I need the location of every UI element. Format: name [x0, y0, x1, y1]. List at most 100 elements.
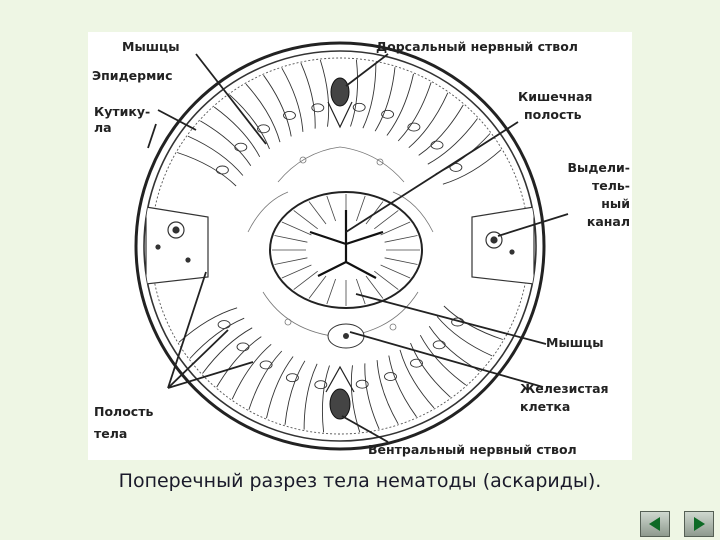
gut-cell-wall — [308, 201, 327, 225]
muscle-cell-nucleus — [449, 162, 463, 172]
label-muscles-right: Мышцы — [546, 335, 604, 350]
gut-cell-wall — [281, 264, 312, 279]
gut-cell-wall — [308, 275, 327, 299]
muscle-cell-nucleus — [311, 103, 325, 113]
triangle-right-icon — [694, 517, 705, 531]
slide-caption: Поперечный разрез тела нематоды (аскарид… — [118, 470, 602, 492]
muscle-fiber — [436, 316, 493, 357]
label-cuticle-2: ла — [94, 120, 112, 135]
muscle-cell-nucleus — [355, 379, 369, 389]
muscle-fiber — [443, 305, 503, 340]
muscle-fiber — [350, 59, 359, 127]
gut-cell-wall — [274, 257, 308, 265]
label-gut-2: полость — [524, 107, 582, 122]
muscle-fiber — [266, 356, 294, 419]
intestine — [269, 191, 423, 309]
muscle-fiber — [376, 360, 399, 425]
muscle-fiber — [284, 360, 306, 425]
muscle-fiber — [216, 336, 262, 388]
intestinal-lumen — [309, 210, 384, 279]
muscle-fiber — [231, 343, 272, 400]
muscle-fiber — [427, 118, 478, 165]
muscle-fiber — [245, 83, 281, 143]
previous-slide-button[interactable] — [640, 511, 670, 537]
muscle-fiber — [321, 365, 330, 433]
muscle-cell-nucleus — [432, 340, 446, 350]
muscle-cell-nucleus — [217, 320, 231, 330]
label-ventral-nerve: Вентральный нервный ствол — [368, 442, 577, 457]
muscle-fiber — [300, 62, 316, 129]
next-slide-button[interactable] — [684, 511, 714, 537]
muscle-cell-nucleus — [314, 380, 328, 390]
label-cavity-1: Полость — [94, 404, 154, 419]
muscle-fiber — [229, 94, 270, 150]
muscle-cell-nucleus — [410, 358, 423, 368]
dorsal-nerve-cord — [327, 77, 353, 129]
muscle-cell-nucleus — [384, 372, 397, 382]
muscle-fiber — [418, 104, 464, 156]
gut-cell-wall — [274, 235, 308, 243]
label-cuticle-1: Кутику- — [94, 104, 151, 119]
muscle-fiber — [364, 363, 380, 430]
muscle-fiber — [187, 135, 244, 176]
gut-cell-wall — [326, 278, 336, 305]
muscle-cell-nucleus — [215, 165, 229, 175]
gut-cell-wall — [374, 270, 399, 290]
gut-cell-wall — [384, 257, 418, 265]
gut-cell-wall — [293, 210, 318, 230]
muscle-fiber — [281, 67, 304, 132]
muscle-quadrants — [177, 59, 503, 433]
muscle-fiber — [303, 363, 318, 430]
muscle-fiber — [388, 355, 417, 418]
muscle-cell-nucleus — [283, 110, 296, 120]
epidermis-ring — [143, 50, 537, 442]
muscle-cell-nucleus — [381, 109, 395, 119]
muscle-cell-nucleus — [236, 342, 250, 352]
muscle-cell-nucleus — [257, 124, 270, 134]
muscle-cell-nucleus — [352, 102, 366, 112]
muscle-fiber — [263, 74, 292, 137]
muscle-fiber — [399, 349, 435, 409]
label-gland-2: клетка — [520, 399, 571, 414]
label-excr-1: Выдели- — [567, 160, 630, 175]
label-epidermis: Эпидермис — [92, 68, 173, 83]
muscle-fiber — [362, 62, 377, 129]
muscle-cell-nucleus — [430, 140, 444, 150]
muscle-fiber — [319, 59, 330, 127]
label-excr-4: канал — [586, 214, 630, 229]
muscle-fiber — [177, 152, 237, 187]
gut-cell-wall — [356, 195, 366, 222]
gut-cell-wall — [293, 270, 318, 290]
gut-cell-wall — [365, 275, 384, 299]
label-gut-1: Кишечная — [518, 89, 593, 104]
muscle-fiber — [189, 317, 245, 359]
muscle-fiber — [410, 342, 451, 398]
gut-cell-wall — [384, 235, 418, 243]
muscle-fiber — [248, 350, 283, 410]
muscle-fiber — [202, 327, 253, 374]
muscle-fiber — [374, 67, 396, 132]
ventral-nerve-cord — [325, 365, 355, 420]
lateral-cord-left — [145, 206, 209, 285]
label-excr-2: тель- — [592, 178, 630, 193]
gut-cell-wall — [380, 221, 411, 236]
diagram-panel: Мышцы Дорсальный нервный ствол Эпидермис… — [88, 32, 632, 460]
muscle-fiber — [397, 82, 432, 142]
muscle-fiber — [408, 92, 449, 149]
muscle-fiber — [442, 149, 502, 185]
muscle-fiber — [200, 120, 252, 166]
muscle-fiber — [419, 334, 467, 386]
gut-cell-wall — [281, 221, 312, 236]
muscle-cell-nucleus — [259, 360, 273, 370]
triangle-left-icon — [649, 517, 660, 531]
nematode-cross-section — [134, 41, 569, 451]
muscle-cell-nucleus — [234, 142, 248, 152]
muscle-cell-nucleus — [285, 373, 299, 383]
label-gland-1: Железистая — [520, 381, 609, 396]
muscle-fiber — [386, 73, 414, 136]
muscle-cell-nucleus — [407, 122, 421, 132]
gut-cell-wall — [356, 278, 366, 305]
label-excr-3: ный — [601, 196, 630, 211]
muscle-fiber — [213, 106, 261, 158]
label-dorsal-nerve: Дорсальный нервный ствол — [376, 39, 578, 54]
